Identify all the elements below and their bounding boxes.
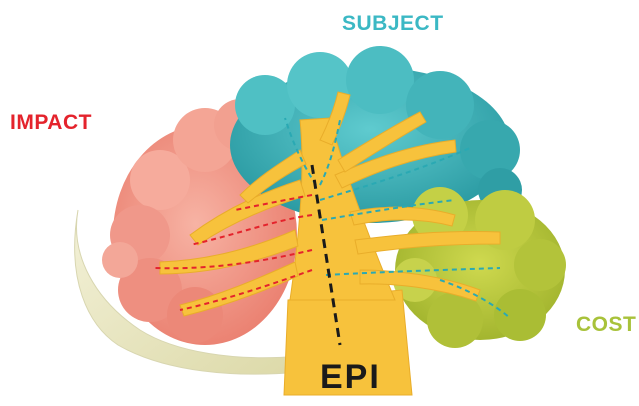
- impact-label: IMPACT: [10, 111, 92, 135]
- stem-label: EPI: [320, 358, 381, 396]
- cost-label: COST: [576, 313, 636, 337]
- subject-label: SUBJECT: [342, 12, 444, 36]
